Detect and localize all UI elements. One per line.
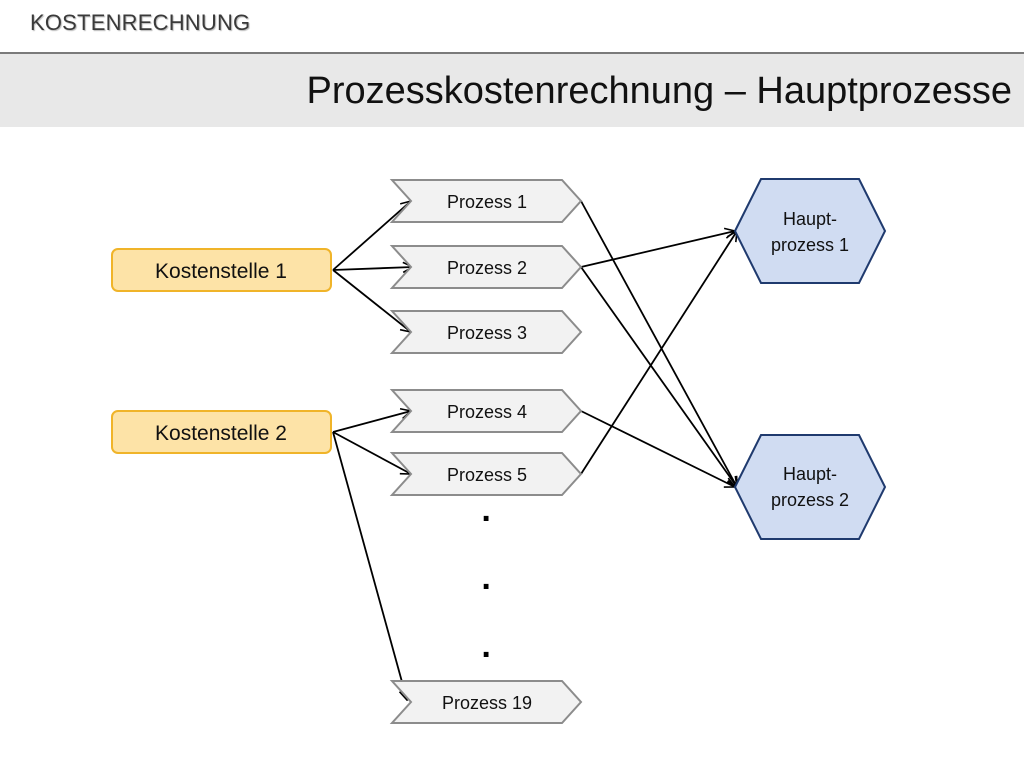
main-process-2: Haupt- prozess 2 [733, 434, 887, 540]
arrow-p1-hp2 [580, 200, 737, 487]
arrow-cc1-p2 [332, 267, 413, 270]
main-process-1-line-1: Haupt- [783, 209, 837, 229]
arrow-cc1-p3 [332, 269, 411, 332]
arrow-p4-hp2 [580, 410, 735, 487]
cost-center-1: Kostenstelle 1 [111, 248, 332, 292]
process-4-label: Prozess 4 [447, 402, 527, 422]
cost-center-1-label: Kostenstelle 1 [155, 260, 287, 283]
process-3: Prozess 3 [389, 310, 583, 354]
process-2-label: Prozess 2 [447, 258, 527, 278]
arrow-cc2-p19 [332, 431, 407, 700]
ellipsis-dot-3: · [481, 636, 492, 674]
section-label: KOSTENRECHNUNG [30, 10, 251, 35]
ellipsis-dot-1: · [481, 500, 492, 538]
main-process-1: Haupt- prozess 1 [733, 178, 887, 284]
arrow-p2-hp1 [580, 231, 735, 268]
process-3-label: Prozess 3 [447, 323, 527, 343]
process-4: Prozess 4 [389, 389, 583, 433]
process-2: Prozess 2 [389, 245, 583, 289]
header-band: Prozesskostenrechnung – Hauptprozesse [0, 52, 1024, 127]
arrow-p2-hp2 [580, 266, 737, 487]
cost-center-2-label: Kostenstelle 2 [155, 422, 287, 445]
process-1-label: Prozess 1 [447, 192, 527, 212]
process-19: Prozess 19 [389, 680, 583, 724]
main-process-1-line-2: prozess 1 [771, 235, 849, 255]
process-5-label: Prozess 5 [447, 465, 527, 485]
ellipsis-dot-2: · [481, 568, 492, 606]
arrow-p5-hp1 [580, 231, 737, 475]
process-19-label: Prozess 19 [442, 693, 532, 713]
arrow-cc2-p5 [332, 431, 411, 474]
page-title: Prozesskostenrechnung – Hauptprozesse [306, 70, 1012, 112]
main-process-2-line-1: Haupt- [783, 464, 837, 484]
cost-center-2: Kostenstelle 2 [111, 410, 332, 454]
arrows-layer [332, 200, 737, 700]
arrow-cc1-p1 [332, 201, 411, 271]
main-process-2-line-2: prozess 2 [771, 490, 849, 510]
process-5: Prozess 5 [389, 452, 583, 496]
arrow-cc2-p4 [332, 411, 411, 433]
process-1: Prozess 1 [389, 179, 583, 223]
